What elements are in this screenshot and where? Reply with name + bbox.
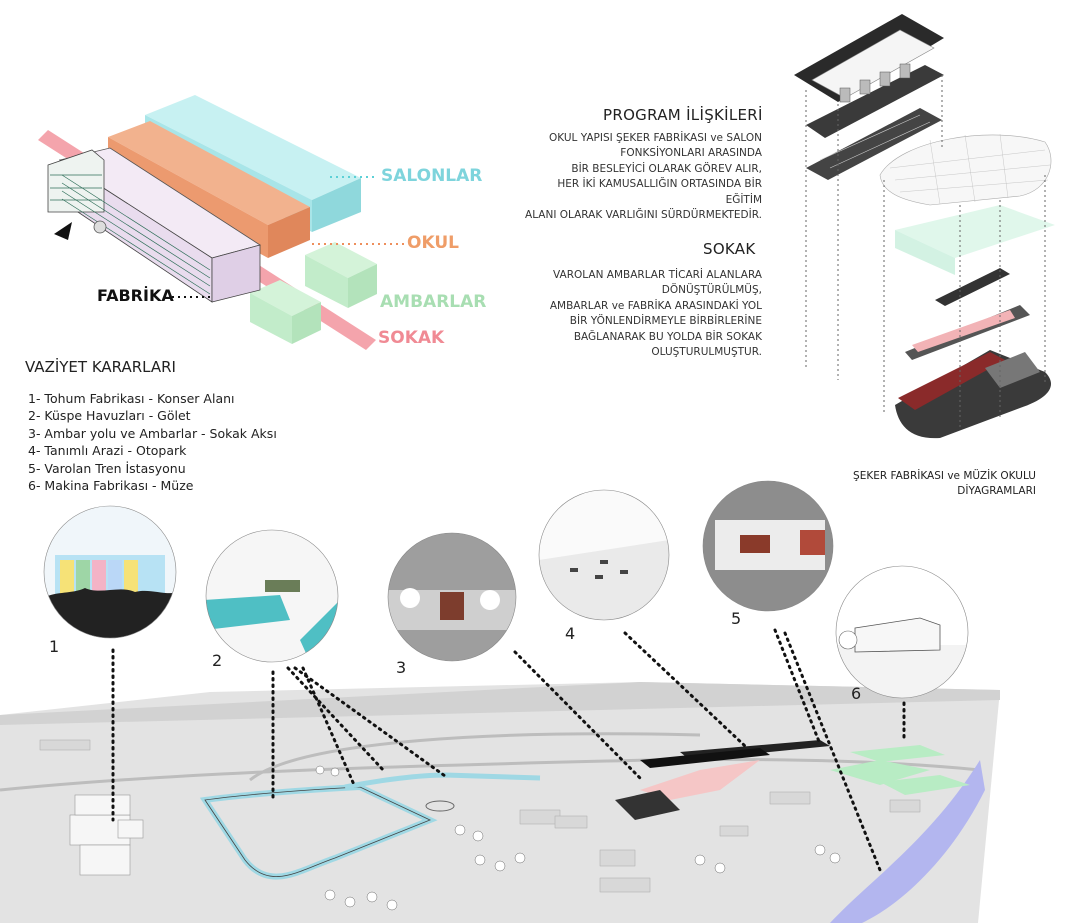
label-sokak: SOKAK (378, 328, 445, 348)
program-title: PROGRAM İLİŞKİLERİ (603, 106, 763, 124)
sokak-text: VAROLAN AMBARLAR TİCARİ ALANLARA DÖNÜŞTÜ… (549, 269, 762, 359)
list-item: 3- Ambar yolu ve Ambarlar - Sokak Aksı (28, 425, 277, 441)
list-item: 4- Tanımlı Arazi - Otopark (28, 443, 187, 459)
label-fabrika: FABRİKA (97, 286, 174, 305)
label-okul: OKUL (407, 233, 459, 253)
vaziyet-list: 1- Tohum Fabrikası - Konser Alanı 2- Küs… (28, 390, 277, 494)
axonometric-diagram (38, 95, 404, 350)
list-item: 6- Makina Fabrikası - Müze (28, 478, 194, 494)
label-salonlar: SALONLAR (381, 166, 483, 186)
vignette-4 (538, 489, 670, 621)
vignette-6 (835, 565, 969, 699)
label-ambarlar: AMBARLAR (380, 292, 487, 312)
sokak-title: SOKAK (703, 240, 756, 258)
vignette-2 (205, 529, 339, 663)
exploded-diagram (794, 14, 1055, 439)
list-item: 2- Küspe Havuzları - Gölet (28, 408, 191, 424)
list-item: 1- Tohum Fabrikası - Konser Alanı (28, 391, 235, 406)
vignette-number-6: 6 (851, 684, 862, 703)
vignette-number-5: 5 (731, 609, 742, 628)
program-text: OKUL YAPISI ŞEKER FABRİKASI ve SALON FON… (525, 132, 762, 222)
vignette-1 (43, 505, 177, 639)
leader-lines (111, 628, 906, 872)
vignette-5 (702, 480, 834, 612)
list-item: 5- Varolan Tren İstasyonu (28, 460, 186, 476)
vignette-number-3: 3 (396, 658, 407, 677)
vignette-3 (387, 532, 517, 662)
diagram-caption: ŞEKER FABRİKASI ve MÜZİK OKULU DİYAGRAML… (853, 470, 1036, 497)
vaziyet-title: VAZİYET KARARLARI (25, 358, 176, 376)
vignette-number-2: 2 (212, 651, 223, 670)
vignette-number-4: 4 (565, 624, 576, 643)
vignette-number-1: 1 (49, 637, 60, 656)
site-model (0, 682, 1000, 923)
entrance-arrow-icon (54, 222, 72, 240)
